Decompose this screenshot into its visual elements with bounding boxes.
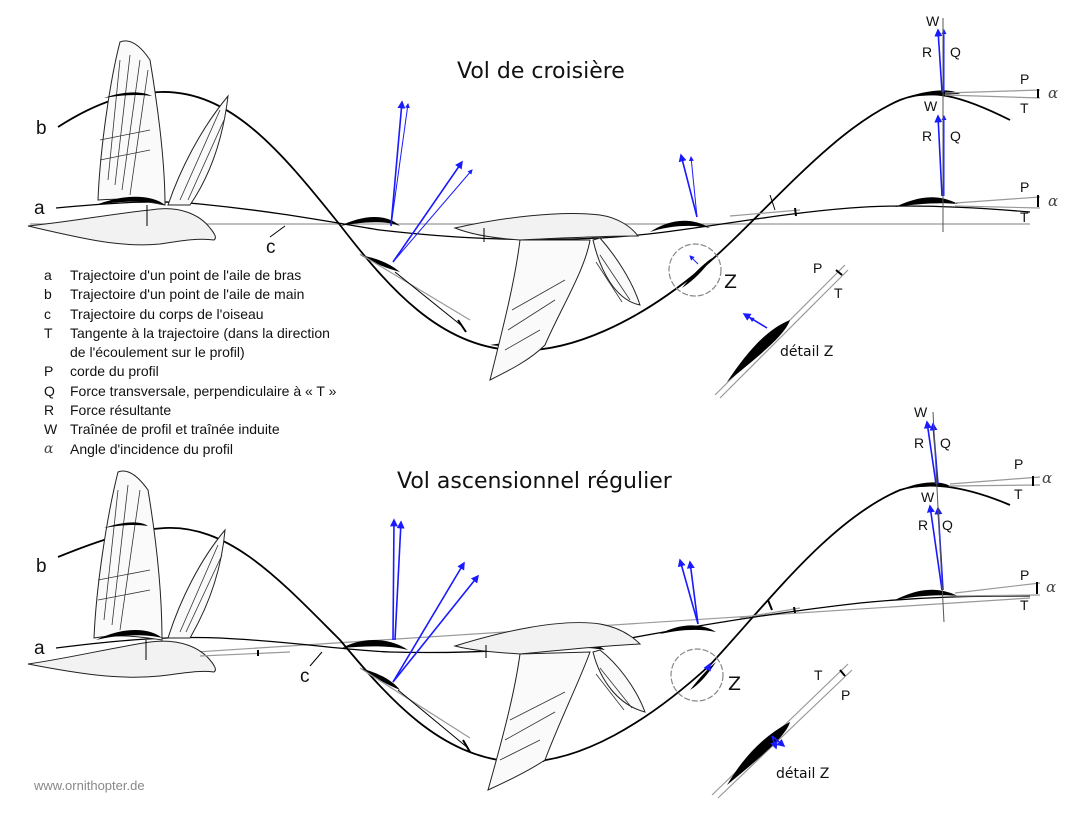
legend-key: α bbox=[44, 440, 54, 457]
legend-key: T bbox=[44, 324, 53, 341]
legend-continuation: de l'écoulement sur le profil) bbox=[70, 344, 245, 361]
curve-label-a: a bbox=[34, 198, 45, 219]
legend-item: R Force résultante bbox=[44, 401, 336, 420]
detail-label-P: P bbox=[813, 260, 822, 276]
legend-text: Traînée de profil et traînée induite bbox=[70, 421, 280, 438]
legend-item: P corde du profil bbox=[44, 362, 336, 381]
wing-profile bbox=[660, 625, 716, 634]
detail-label-P: P bbox=[841, 687, 850, 703]
detail-z-label: détail Z bbox=[776, 766, 829, 782]
label-W: W bbox=[924, 98, 938, 114]
detail-z: P T détail Z bbox=[714, 260, 849, 399]
curve-label-b: b bbox=[36, 118, 47, 139]
legend-text: Force résultante bbox=[70, 402, 172, 419]
label-c-pointer bbox=[269, 225, 286, 238]
label-Q: Q bbox=[950, 44, 961, 60]
label-T: T bbox=[1020, 597, 1029, 613]
label-P: P bbox=[1020, 179, 1029, 195]
legend-text: Trajectoire d'un point de l'aile de main bbox=[70, 286, 305, 303]
legend: a Trajectoire d'un point de l'aile de br… bbox=[44, 266, 336, 459]
label-Q: Q bbox=[950, 128, 961, 144]
label-P: P bbox=[1014, 456, 1023, 472]
zoom-circle bbox=[670, 648, 724, 702]
wing-profile bbox=[682, 258, 712, 288]
label-R: R bbox=[922, 128, 932, 144]
panel-cruise-flight: Vol de croisière b a c bbox=[27, 13, 1058, 399]
arm-wing-profile bbox=[96, 629, 162, 640]
legend-text: Force transversale, perpendiculaire à « … bbox=[70, 382, 337, 399]
bird-downstroke-illustration bbox=[453, 622, 646, 791]
wing-profile bbox=[340, 216, 400, 226]
label-c-pointer bbox=[309, 651, 323, 667]
label-P: P bbox=[1020, 71, 1029, 87]
legend-text: Trajectoire du corps de l'oiseau bbox=[70, 305, 264, 322]
wing-profile bbox=[910, 90, 960, 96]
legend-key: P bbox=[44, 363, 54, 380]
label-R: R bbox=[922, 44, 932, 60]
wing-profile bbox=[905, 482, 950, 488]
zoom-label: Z bbox=[728, 673, 741, 695]
legend-item: W Traînée de profil et traînée induite bbox=[44, 420, 336, 439]
wing-profile bbox=[895, 197, 958, 207]
legend-key: W bbox=[44, 421, 58, 438]
arm-wing-profile bbox=[96, 196, 165, 205]
label-W: W bbox=[926, 13, 940, 29]
label-T: T bbox=[1020, 100, 1029, 116]
legend-key: b bbox=[44, 286, 52, 303]
watermark: www.ornithopter.de bbox=[34, 778, 145, 793]
legend-item: Q Force transversale, perpendiculaire à … bbox=[44, 382, 336, 401]
hand-wing-profile bbox=[104, 92, 152, 98]
legend-item: a Trajectoire d'un point de l'aile de br… bbox=[44, 266, 336, 285]
label-alpha: α bbox=[1042, 469, 1052, 487]
zoom-circle bbox=[668, 243, 722, 297]
detail-label-T: T bbox=[834, 285, 843, 301]
label-R: R bbox=[914, 435, 924, 451]
legend-item: α Angle d'incidence du profil bbox=[44, 440, 336, 459]
curve-label-c: c bbox=[300, 666, 310, 687]
legend-item: c Trajectoire du corps de l'oiseau bbox=[44, 305, 336, 324]
label-T: T bbox=[1014, 486, 1023, 502]
detail-z: T P détail Z bbox=[711, 663, 853, 799]
wing-profile bbox=[690, 662, 716, 690]
label-Q: Q bbox=[942, 517, 953, 533]
legend-key: R bbox=[44, 402, 55, 419]
label-alpha: α bbox=[1048, 84, 1058, 102]
bird-upstroke-illustration bbox=[27, 40, 229, 246]
label-W: W bbox=[914, 404, 928, 420]
bird-upstroke-illustration bbox=[27, 470, 291, 678]
wing-profile bbox=[360, 668, 400, 690]
bird-downstroke-illustration bbox=[453, 212, 641, 381]
wing-profile bbox=[342, 640, 408, 650]
legend-text: Tangente à la trajectoire (dans la direc… bbox=[70, 324, 330, 341]
legend-key: Q bbox=[44, 382, 55, 399]
label-P: P bbox=[1020, 567, 1029, 583]
legend-item: b Trajectoire d'un point de l'aile de ma… bbox=[44, 285, 336, 304]
legend-key: a bbox=[44, 267, 52, 283]
label-W: W bbox=[921, 489, 935, 505]
zoom-label: Z bbox=[724, 271, 737, 293]
wing-profile bbox=[650, 220, 710, 232]
hand-wing-profile bbox=[104, 522, 148, 528]
curve-label-b: b bbox=[36, 556, 47, 577]
label-alpha: α bbox=[1048, 192, 1058, 210]
curve-label-c: c bbox=[266, 237, 276, 258]
wing-profile bbox=[360, 255, 400, 272]
legend-text: corde du profil bbox=[70, 363, 159, 380]
label-Q: Q bbox=[940, 435, 951, 451]
detail-z-label: détail Z bbox=[780, 344, 833, 360]
label-T: T bbox=[1020, 209, 1029, 225]
panel-title: Vol de croisière bbox=[457, 59, 625, 84]
legend-item: T Tangente à la trajectoire (dans la dir… bbox=[44, 324, 336, 343]
label-R: R bbox=[918, 517, 928, 533]
legend-text: Trajectoire d'un point de l'aile de bras bbox=[70, 267, 302, 283]
legend-text: Angle d'incidence du profil bbox=[70, 440, 234, 457]
legend-key: c bbox=[44, 305, 51, 322]
curve-label-a: a bbox=[34, 638, 45, 659]
detail-label-T: T bbox=[814, 667, 823, 683]
label-alpha: α bbox=[1046, 578, 1056, 596]
panel-title: Vol ascensionnel régulier bbox=[397, 469, 673, 494]
force-vectors bbox=[390, 28, 947, 265]
panel-climbing-flight: Vol ascensionnel régulier b a c bbox=[27, 404, 1056, 799]
